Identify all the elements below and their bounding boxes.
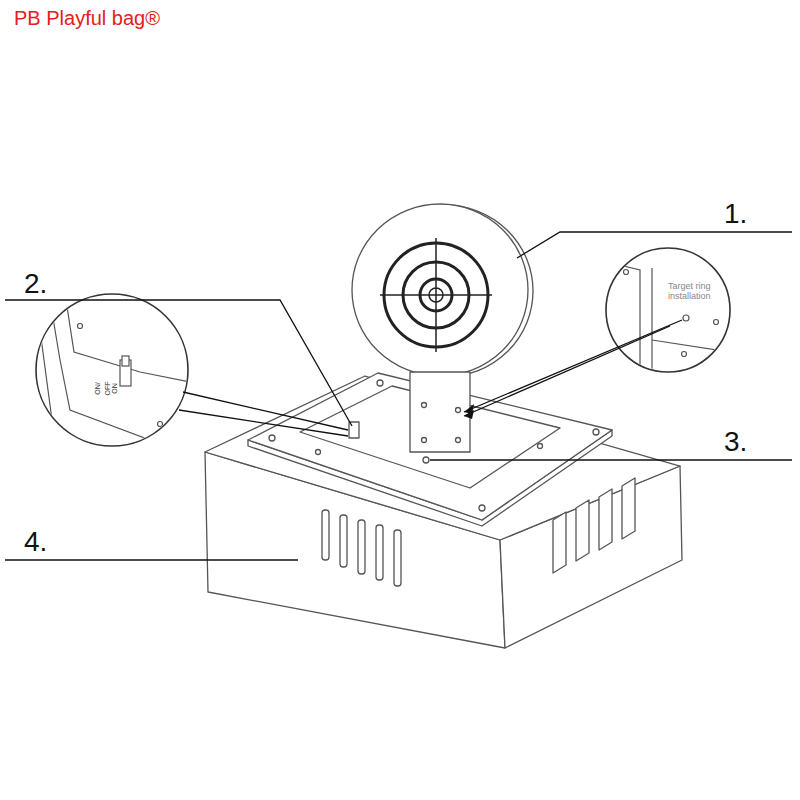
callout-number: 3. (724, 428, 747, 456)
watermark: PB Playful bag® (14, 8, 160, 28)
zoom-note: Target ring installation (668, 282, 722, 302)
target-rings (380, 238, 492, 352)
switch-label: ON (111, 383, 118, 394)
mount-hole (423, 457, 429, 463)
callout-number: 2. (24, 270, 47, 298)
vents-front (322, 510, 401, 586)
switch-label: OFF (104, 382, 111, 396)
leader-arrowheads (464, 404, 474, 419)
base-plate (248, 373, 612, 520)
callout-number: 4. (24, 528, 47, 556)
target-bracket (410, 372, 470, 452)
switch-label: ON/ (94, 382, 101, 394)
bracket-screws (422, 403, 461, 443)
vents-side (553, 478, 635, 573)
callout-number: 1. (724, 200, 747, 228)
target-disk (352, 204, 528, 376)
zoom-ring-detail (606, 262, 730, 372)
zoom-switch-detail (40, 300, 190, 455)
leader-lines (5, 232, 792, 560)
zoom-circle-ring (606, 248, 730, 372)
zoom-circle-switch (36, 294, 188, 446)
